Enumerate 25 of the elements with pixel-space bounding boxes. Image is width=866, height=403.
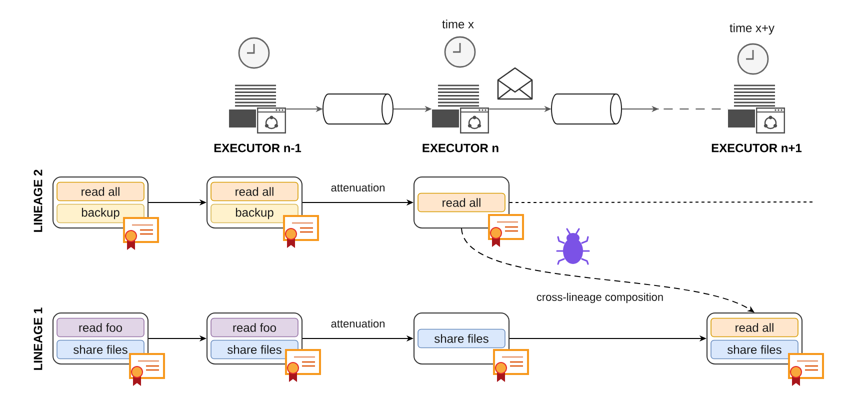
executor-label: EXECUTOR n-1 — [214, 144, 302, 152]
edge-label: attenuation — [330, 318, 386, 329]
executor-label: EXECUTOR n+1 — [712, 144, 802, 152]
permission-box: share files — [418, 328, 506, 348]
cylinder — [551, 94, 622, 124]
time-label: time x — [442, 20, 474, 28]
row-label: LINEAGE 2 — [34, 170, 42, 232]
executor-label: EXECUTOR n — [422, 144, 498, 152]
permission-box: backup — [56, 204, 144, 224]
edge-label: cross-lineage composition — [535, 292, 665, 304]
permission-box: read foo — [56, 318, 144, 338]
permission-box: share files — [56, 340, 144, 360]
permission-box: backup — [210, 204, 298, 224]
row-label: LINEAGE 1 — [34, 308, 42, 370]
permission-box: read all — [210, 182, 298, 202]
permission-box: read all — [418, 192, 506, 212]
permission-box: read all — [56, 182, 144, 202]
permission-box: read foo — [210, 318, 298, 338]
cylinder — [322, 94, 394, 124]
dashed-connector-line — [509, 202, 814, 203]
time-label: time x+y — [730, 23, 774, 35]
permission-box: share files — [710, 340, 798, 360]
permission-box: read all — [710, 318, 798, 338]
edge-label: attenuation — [330, 182, 386, 193]
permission-box: share files — [210, 340, 298, 360]
